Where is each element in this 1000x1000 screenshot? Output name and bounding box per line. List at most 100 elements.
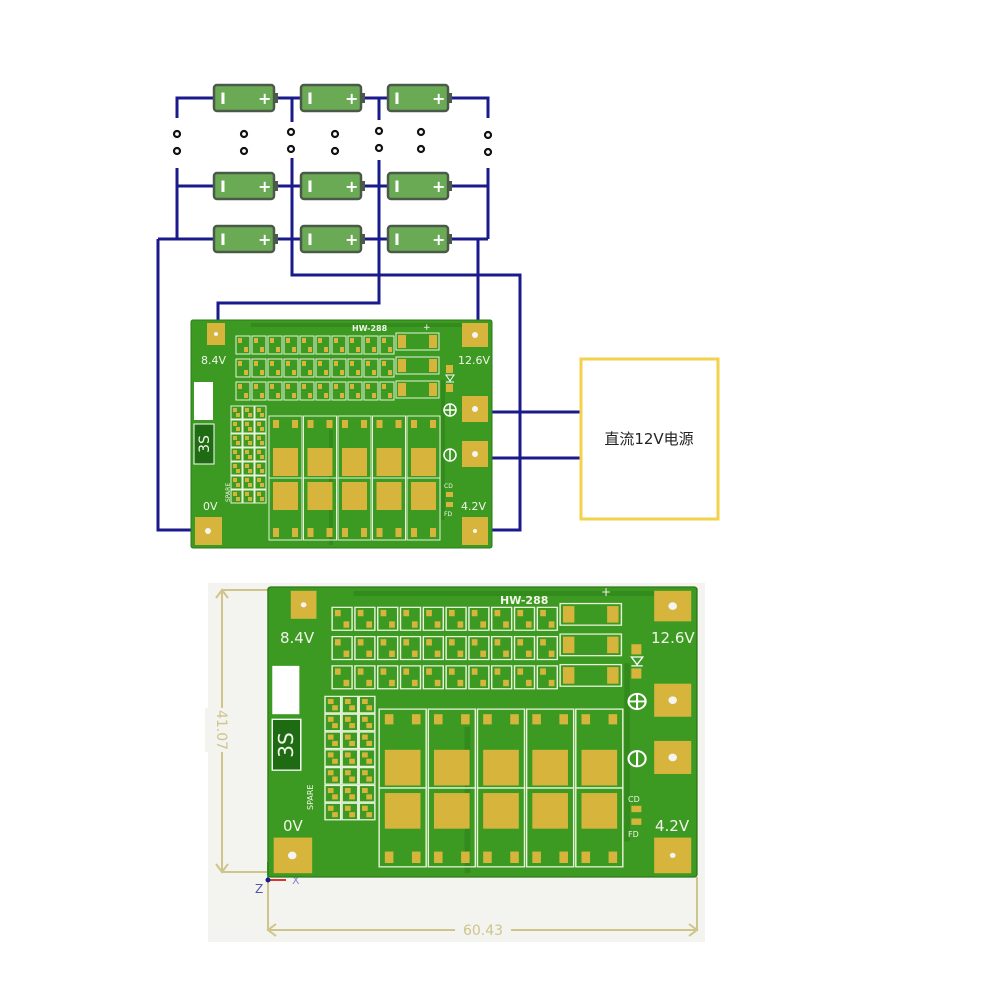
smd-component [324,749,342,767]
plus-terminal-icon [444,404,456,416]
smd-component [283,335,299,355]
smd-component [491,635,513,661]
smd-component [315,358,331,378]
capacitor [559,633,623,657]
smd-component [299,358,315,378]
smd-component [399,635,422,661]
capacitor [559,663,623,687]
smd-component [254,419,267,434]
svg-text:+: + [345,230,358,249]
svg-text:+: + [432,177,445,196]
smd-component [445,635,467,661]
capacitor [395,380,440,399]
bms-board-wired [190,319,493,549]
pad-label-12-6v: 12.6V [458,354,490,367]
smd-component [422,606,444,631]
mosfet [372,477,406,541]
mount-hole [668,753,677,762]
smd-component [358,713,376,732]
svg-text:I: I [394,89,400,108]
capacitor [559,602,623,626]
smd-component [513,635,536,661]
svg-text:+: + [345,177,358,196]
smd-component [315,381,331,401]
smd-component [324,784,342,803]
smd-component [331,358,347,378]
mount-hole [669,852,676,858]
smd-component [363,358,379,378]
smd-component [347,358,363,378]
spare-label: SPARE [306,785,315,810]
mosfet [575,787,624,868]
smd-component [377,665,399,690]
power-supply-label: 直流12V电源 [604,430,693,448]
battery: I+ [299,171,367,201]
smd-component [242,447,255,462]
smd-component [491,665,513,690]
board-model: HW-288 [500,594,548,607]
svg-text:I: I [394,230,400,249]
svg-text:+: + [258,177,271,196]
smd-component [230,433,243,448]
mount-hole [668,602,677,610]
battery: I+ [212,171,280,201]
cell-count-box [271,718,302,771]
smd-component [324,731,342,750]
mosfet [268,477,303,541]
axis-x-label: X [292,874,300,887]
smd-component [299,381,315,401]
smd-component [324,713,342,732]
battery: I+ [212,224,280,254]
mount-hole [287,851,297,860]
smd-component [324,802,342,821]
smd-component [491,606,513,631]
smd-component [363,381,379,401]
pad-label-0v: 0V [283,817,304,835]
svg-text:I: I [307,230,313,249]
mosfet [378,787,427,868]
smd-component [341,802,359,821]
smd-component [513,606,536,631]
mosfet [427,787,477,868]
smd-component [242,405,255,420]
smd-component [251,358,267,378]
battery: I+ [386,171,454,201]
smd-component [242,461,255,476]
smd-component [283,381,299,401]
smd-component [230,461,243,476]
smd-component [331,606,353,631]
mount-hole [668,696,677,705]
battery: I+ [386,224,454,254]
smd-component [235,358,251,378]
battery-array: I+ I+ I+ I+ I+ I+ I+ I+ I+ [212,83,454,254]
mount-hole [473,529,477,533]
mosfet [476,787,526,868]
mosfet [406,477,441,541]
fd-label: FD [444,511,452,518]
smd-component [315,335,331,355]
svg-text:I: I [220,230,226,249]
continuation-dots [172,126,493,157]
board-wired-labels: 8.4V 12.6V 0V 4.2V HW-288 + 3S SPARE CD … [197,323,490,518]
bms-board-cad [267,586,698,878]
smd-component [324,695,342,714]
mount-hole [472,451,478,457]
smd-component [468,665,490,690]
smd-component [341,713,359,732]
smd-component [354,635,376,661]
svg-text:I: I [220,177,226,196]
plus-marking: + [601,585,611,599]
smd-component [331,381,347,401]
svg-text:+: + [345,89,358,108]
pad-label-0v: 0V [203,500,218,513]
mount-hole [472,406,478,412]
plus-terminal-icon [628,693,646,710]
battery: I+ [212,83,280,113]
smd-component [399,606,422,631]
smd-component [341,695,359,714]
spare-label: SPARE [225,483,232,502]
smd-component [331,665,353,690]
smd-component [331,335,347,355]
smd-component [331,635,353,661]
